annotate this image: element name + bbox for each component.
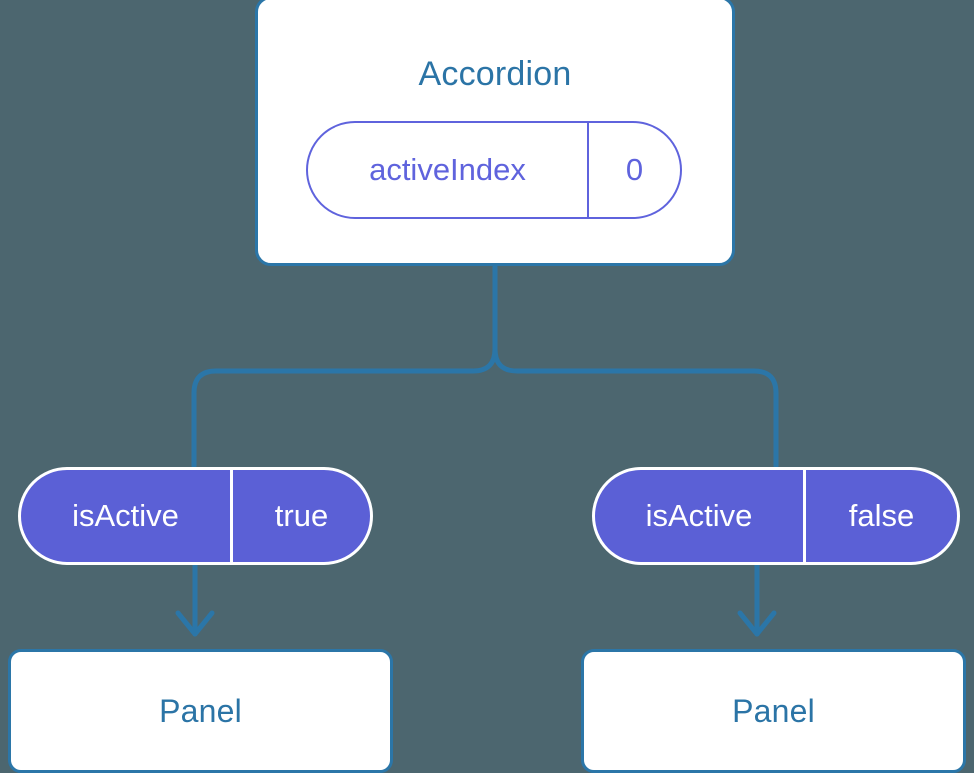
panel-component-card-right[interactable]: Panel: [581, 649, 966, 773]
panel-component-card-left[interactable]: Panel: [8, 649, 393, 773]
state-pill-value: 0: [625, 152, 644, 187]
panel-title: Panel: [159, 693, 242, 729]
prop-pill-is-active-true[interactable]: isActive true: [18, 467, 373, 565]
prop-pill-value: true: [274, 498, 329, 533]
prop-pill-key: isActive: [21, 470, 233, 562]
panel-title: Panel: [732, 693, 815, 729]
prop-pill-value: false: [848, 498, 915, 533]
state-pill-active-index[interactable]: activeIndex 0: [306, 121, 682, 219]
state-pill-key: activeIndex: [308, 123, 589, 217]
prop-pill-key: isActive: [595, 470, 806, 562]
accordion-title: Accordion: [418, 55, 572, 93]
prop-pill-is-active-false[interactable]: isActive false: [592, 467, 960, 565]
